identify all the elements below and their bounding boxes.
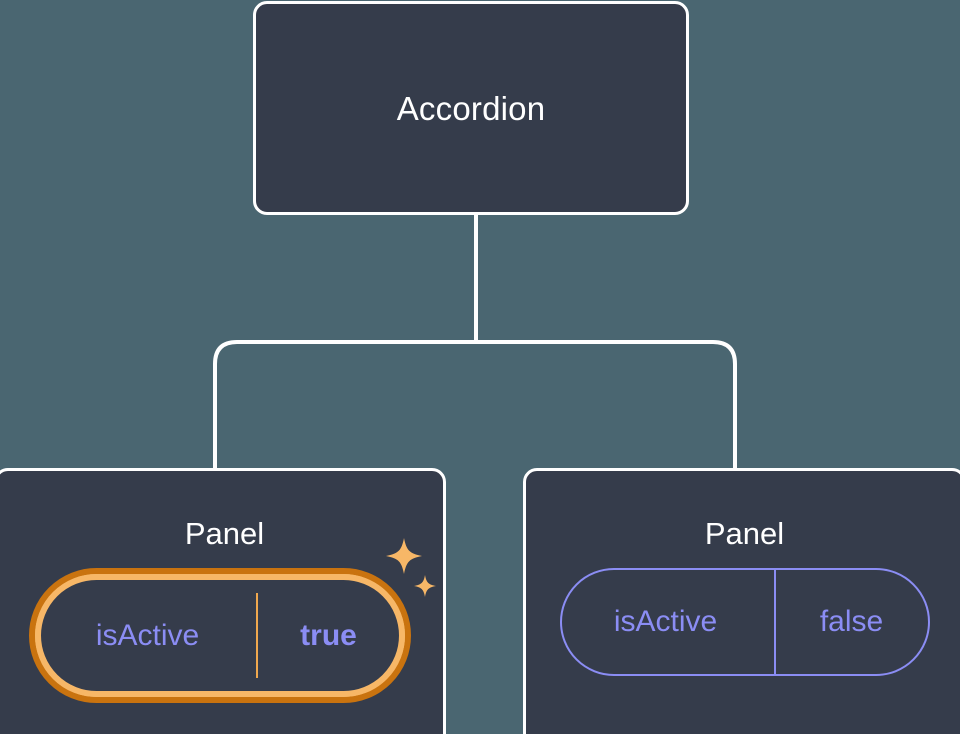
node-panel-inactive[interactable]: Panel isActive false <box>523 468 960 734</box>
edge-branch-left <box>213 340 476 470</box>
node-panel-active[interactable]: Panel isActive true <box>0 468 446 734</box>
edge-branch-right <box>476 340 737 470</box>
node-panel-active-label: Panel <box>184 516 265 551</box>
prop-pill-inactive-wrap: isActive false <box>559 568 930 676</box>
prop-value: false <box>819 605 884 638</box>
node-panel-inactive-label: Panel <box>704 516 785 551</box>
prop-pill-isactive-true[interactable]: isActive true <box>29 568 411 703</box>
prop-divider <box>773 570 776 674</box>
prop-value: true <box>300 618 357 652</box>
node-accordion-label: Accordion <box>396 89 546 127</box>
prop-pill-inner: isActive true <box>35 574 405 697</box>
prop-pill-isactive-false[interactable]: isActive false <box>559 568 930 676</box>
prop-key: isActive <box>95 618 200 652</box>
prop-pill-active-wrap: isActive true <box>29 538 436 703</box>
prop-key: isActive <box>613 605 718 638</box>
node-accordion[interactable]: Accordion <box>253 1 689 215</box>
prop-divider <box>256 593 258 678</box>
